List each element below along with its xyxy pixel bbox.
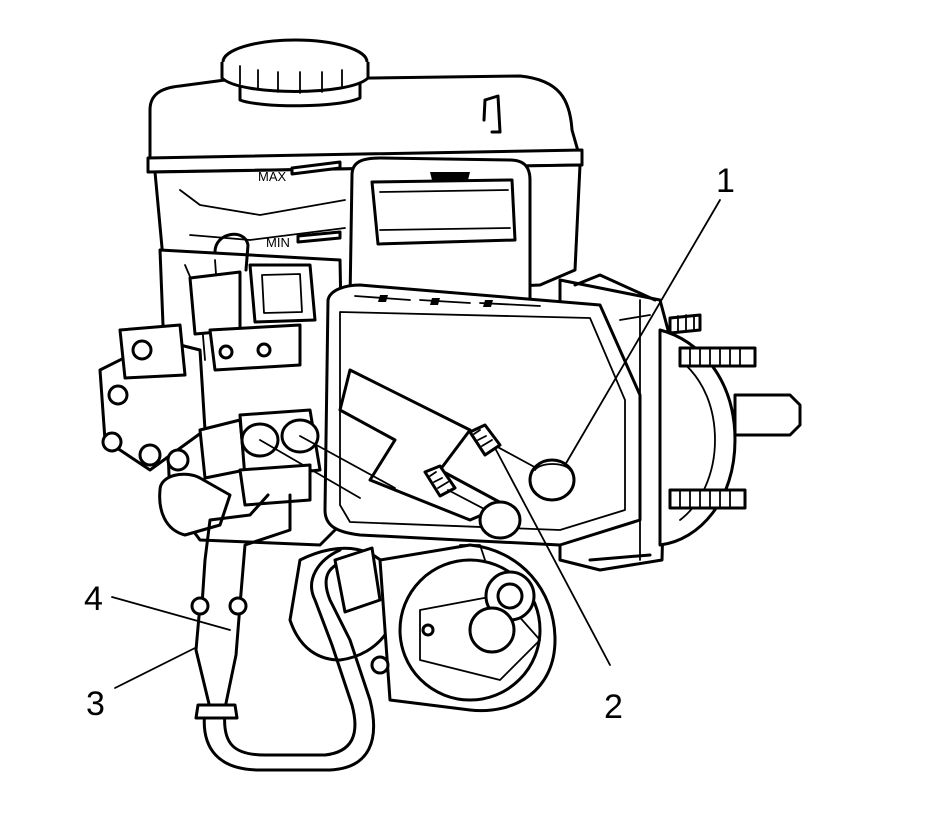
- leader-line-2: [494, 447, 611, 666]
- min-level-label: MIN: [266, 235, 290, 250]
- leader-line-3: [114, 647, 196, 689]
- callout-leaders: [111, 199, 721, 689]
- callout-1-label: 1: [716, 162, 735, 200]
- fastener-2: [468, 423, 502, 457]
- main-connector: [348, 156, 532, 302]
- callout-4-label: 4: [84, 580, 103, 618]
- reservoir-cap: [220, 38, 370, 108]
- mounting-studs: [668, 313, 757, 510]
- leader-line-1: [564, 199, 721, 466]
- callout-2-label: 2: [604, 688, 623, 726]
- callout-3-label: 3: [86, 685, 105, 723]
- ebcm-cover: [323, 283, 642, 547]
- leader-line-4: [111, 596, 231, 631]
- pump-motor: [370, 543, 557, 713]
- max-level-label: MAX: [258, 169, 287, 184]
- fastener-lower: [423, 464, 522, 540]
- wire-harness: [190, 408, 396, 772]
